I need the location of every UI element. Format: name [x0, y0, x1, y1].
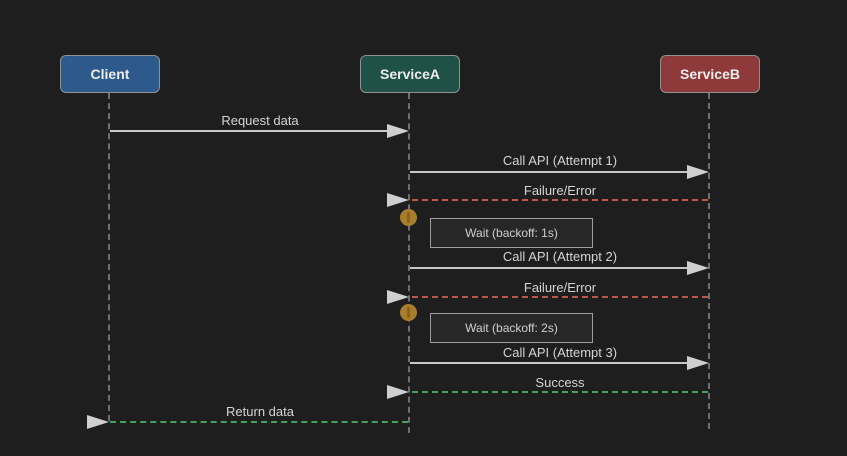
message-label-failure-1: Failure/Error [523, 183, 597, 198]
message-label-request-data: Request data [221, 113, 299, 128]
wait-marker-icon [400, 209, 417, 226]
message-line-return-data [110, 421, 408, 423]
wait-marker-icon [400, 304, 417, 321]
message-line-success [412, 391, 708, 393]
message-label-success: Success [535, 375, 585, 390]
arrowhead-icon [687, 261, 709, 275]
message-line-call-api-1 [410, 171, 687, 173]
message-label-call-api-1: Call API (Attempt 1) [502, 153, 618, 168]
wait-marker-slit [407, 307, 410, 318]
actor-service-a-label: ServiceA [380, 66, 440, 82]
wait-marker-slit [407, 212, 410, 223]
arrowhead-icon [387, 385, 409, 399]
message-label-return-data: Return data [226, 404, 294, 419]
lifeline-client [108, 93, 110, 421]
arrowhead-icon [687, 165, 709, 179]
message-line-failure-2 [412, 296, 708, 298]
arrowhead-icon [387, 290, 409, 304]
note-wait-backoff-2s: Wait (backoff: 2s) [430, 313, 593, 343]
message-label-call-api-2: Call API (Attempt 2) [502, 249, 618, 264]
note-wait-backoff-1s: Wait (backoff: 1s) [430, 218, 593, 248]
actor-service-b-label: ServiceB [680, 66, 740, 82]
message-line-request-data [110, 130, 387, 132]
actor-client: Client [60, 55, 160, 93]
actor-service-a: ServiceA [360, 55, 460, 93]
arrowhead-icon [387, 193, 409, 207]
arrowhead-icon [687, 356, 709, 370]
lifeline-service-b [708, 93, 710, 429]
message-label-failure-2: Failure/Error [523, 280, 597, 295]
arrowhead-icon [87, 415, 109, 429]
message-line-failure-1 [412, 199, 708, 201]
arrowhead-icon [387, 124, 409, 138]
lifeline-service-a [408, 93, 410, 433]
message-line-call-api-2 [410, 267, 687, 269]
message-label-call-api-3: Call API (Attempt 3) [502, 345, 618, 360]
actor-service-b: ServiceB [660, 55, 760, 93]
message-line-call-api-3 [410, 362, 687, 364]
actor-client-label: Client [90, 66, 130, 82]
